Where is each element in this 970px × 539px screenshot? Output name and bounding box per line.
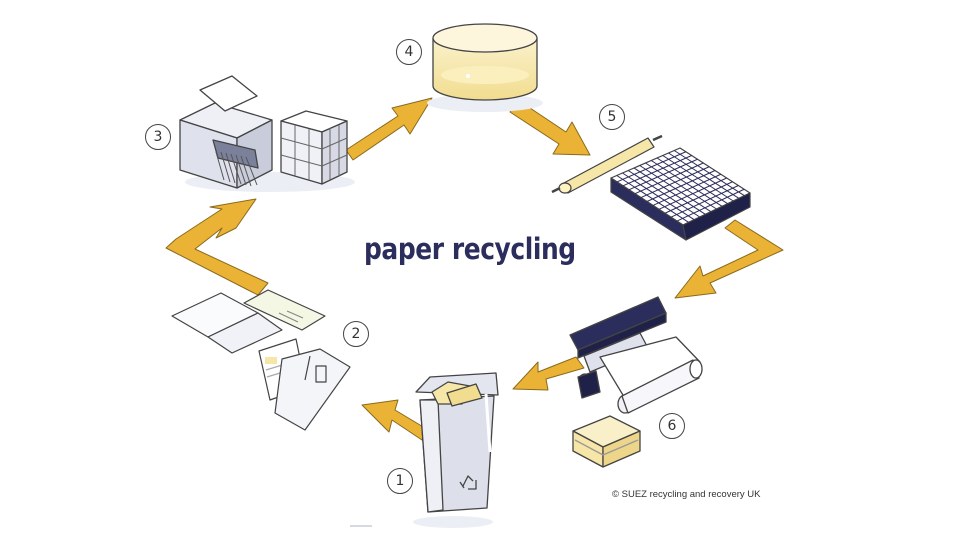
flow-arrows (165, 97, 784, 441)
paper-documents-icon (171, 289, 351, 431)
screen-grid-line (676, 188, 745, 222)
screen-grid-line (670, 185, 739, 218)
screen-grid-line (673, 150, 745, 197)
recycling-bin-icon (413, 372, 499, 528)
arrow-press-to-bin (512, 356, 585, 391)
arrow-bales-to-vat (345, 97, 433, 161)
step-number-1: 1 (387, 468, 413, 494)
diagram-title: paper recycling (364, 232, 576, 266)
arrow-screen-to-press (674, 219, 784, 299)
step-number-3: 3 (145, 124, 171, 150)
step-number-2: 2 (343, 321, 369, 347)
roller-and-screen-icon (551, 134, 751, 241)
arrow-bin-to-paper (361, 399, 426, 441)
paper-press-icon (569, 296, 703, 468)
step-number-6: 6 (659, 413, 685, 439)
pulping-vat-icon (427, 23, 543, 112)
step-number-5: 5 (599, 104, 625, 130)
step-number-4: 4 (396, 39, 422, 65)
copyright-credit: © SUEZ recycling and recovery UK (612, 489, 761, 500)
arrow-paper-to-shredder (165, 198, 269, 296)
shredder-and-bales-icon (179, 75, 355, 192)
